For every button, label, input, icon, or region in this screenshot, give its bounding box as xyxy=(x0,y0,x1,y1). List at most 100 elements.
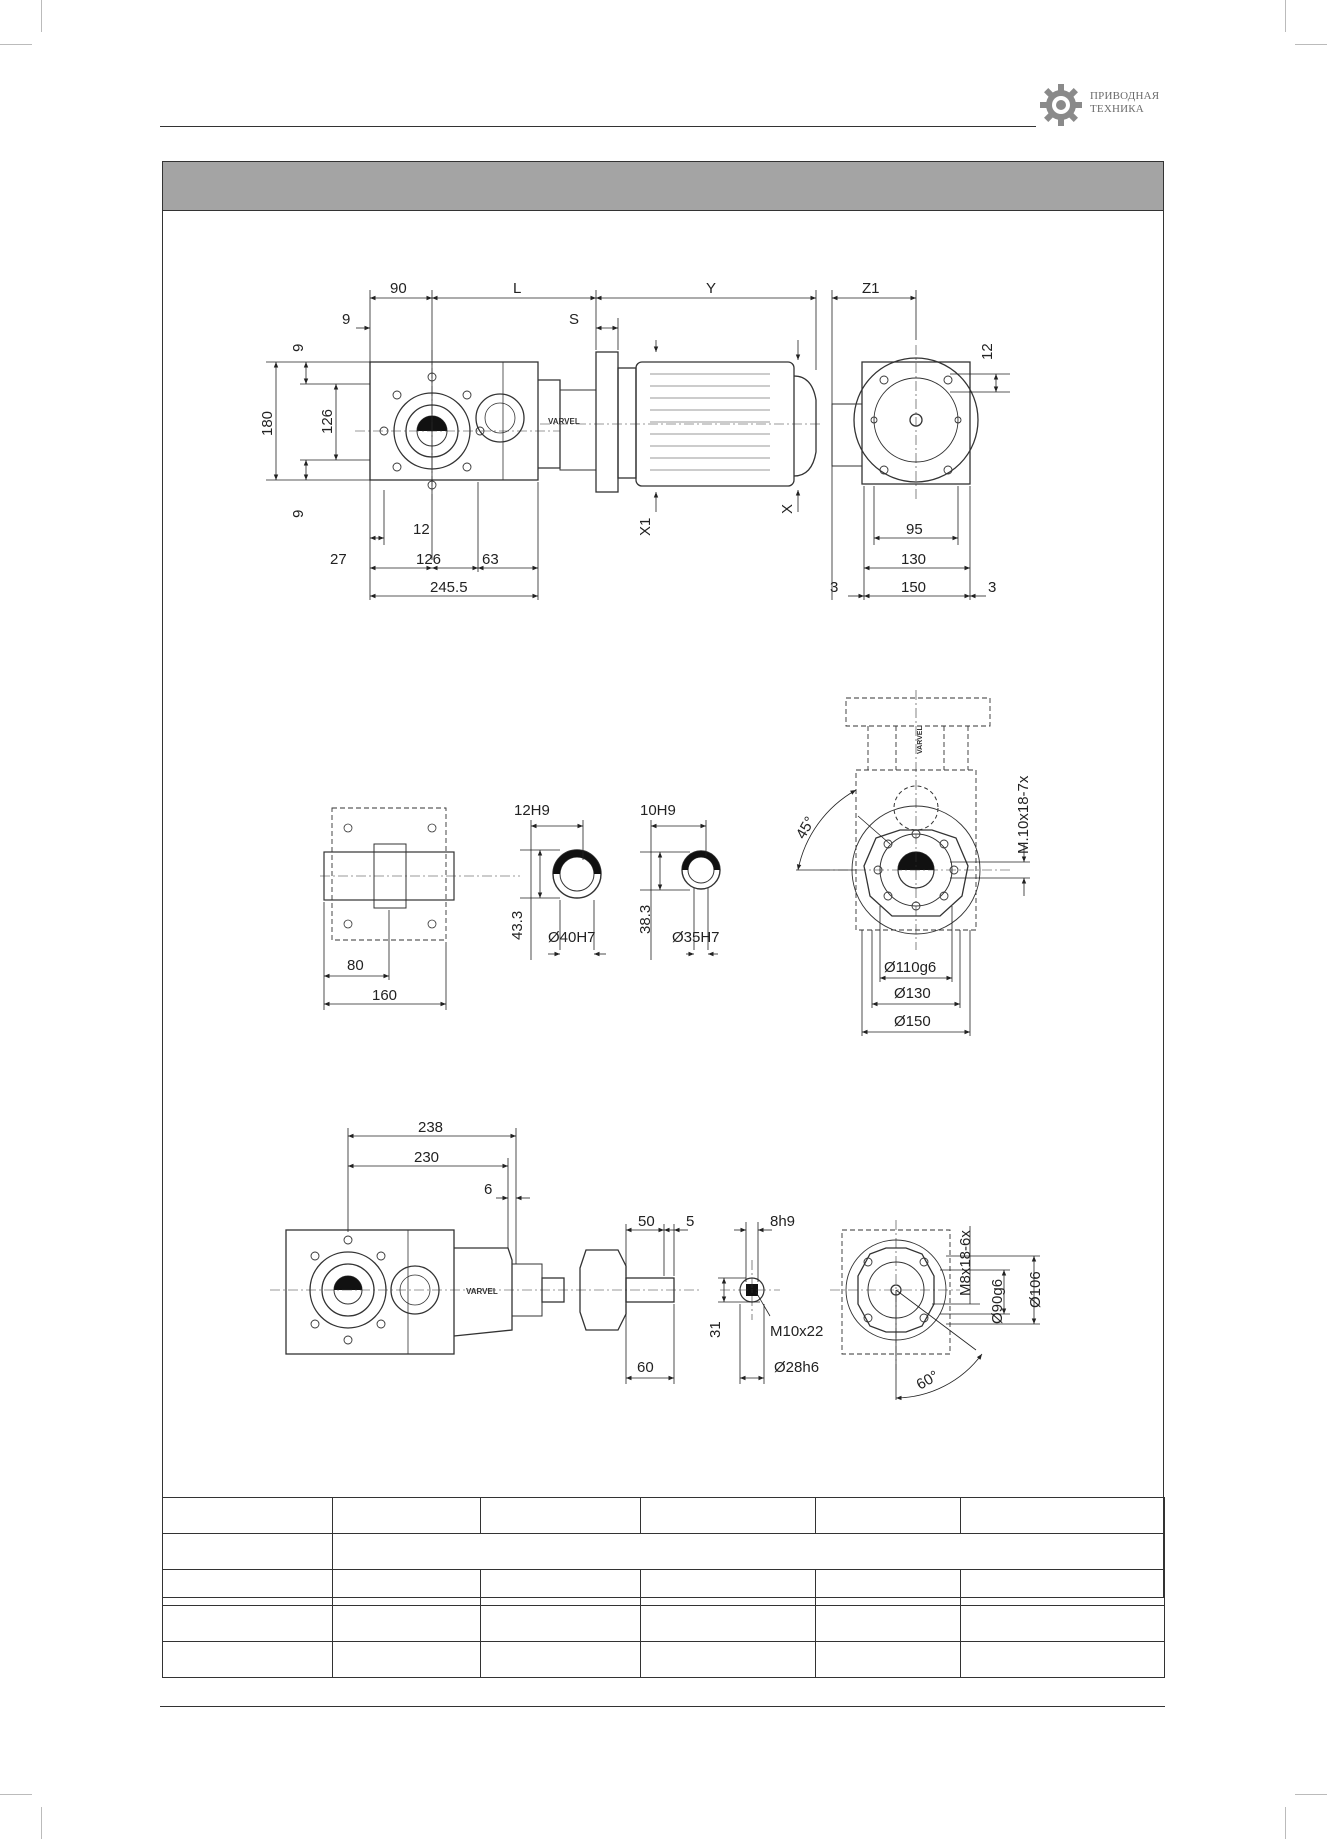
crop-mark xyxy=(0,44,32,45)
table-cell xyxy=(640,1497,816,1534)
dim-dia-35H7: Ø35H7 xyxy=(672,929,720,946)
dim-60: 60 xyxy=(637,1359,654,1376)
dim-126: 126 xyxy=(416,551,441,568)
top-view xyxy=(355,345,979,500)
dim-126-vertical: 126 xyxy=(319,409,336,434)
brand-label-top: VARVEL xyxy=(548,417,580,426)
crop-mark xyxy=(41,0,42,32)
dim-X: X xyxy=(779,504,796,514)
middle-view-labels: 80 160 12H9 43.3 Ø40H7 10H9 38.3 Ø35H7 4… xyxy=(347,775,1032,1030)
dim-80: 80 xyxy=(347,957,364,974)
brand-label-middle: VARVEL xyxy=(917,726,924,754)
dim-180: 180 xyxy=(259,411,276,436)
dim-M10x22: M10x22 xyxy=(770,1323,823,1340)
dim-X1: X1 xyxy=(637,518,654,536)
bottom-view-labels: 238 230 6 50 5 60 8h9 31 M10x22 Ø28h6 M8… xyxy=(414,1119,1044,1393)
dim-dia-90g6: Ø90g6 xyxy=(989,1279,1006,1324)
dim-M10x18: M.10x18-7x xyxy=(1015,775,1032,854)
table-cell xyxy=(640,1605,816,1642)
middle-view xyxy=(320,690,1010,950)
company-logo: ПРИВОДНАЯ ТЕХНИКА xyxy=(1038,82,1168,128)
dim-6: 6 xyxy=(484,1181,492,1198)
dim-3-left: 3 xyxy=(830,579,838,596)
table-cell xyxy=(960,1569,1165,1606)
dim-8h9: 8h9 xyxy=(770,1213,795,1230)
bottom-view xyxy=(270,1220,960,1370)
dim-12: 12 xyxy=(413,521,430,538)
table-cell xyxy=(815,1569,961,1606)
table-cell xyxy=(815,1605,961,1642)
table-row xyxy=(162,1605,1165,1642)
table-row xyxy=(162,1497,1165,1534)
dim-9-top: 9 xyxy=(342,311,350,328)
table-cell xyxy=(162,1533,333,1570)
dim-12H9: 12H9 xyxy=(514,802,550,819)
dim-50: 50 xyxy=(638,1213,655,1230)
dim-238: 238 xyxy=(418,1119,443,1136)
crop-mark xyxy=(1285,1807,1286,1839)
dim-150: 150 xyxy=(901,579,926,596)
top-view-labels: 90 L Y Z1 9 S 9 180 126 9 12 X1 X 12 27 … xyxy=(259,280,996,596)
dim-90: 90 xyxy=(390,280,407,297)
table-cell xyxy=(480,1641,641,1678)
table-cell xyxy=(162,1497,333,1534)
table-cell xyxy=(332,1605,481,1642)
table-cell xyxy=(640,1641,816,1678)
table-row xyxy=(162,1533,1165,1570)
dim-31: 31 xyxy=(707,1321,724,1338)
header-rule xyxy=(160,126,1036,127)
crop-mark xyxy=(1295,44,1327,45)
table-cell xyxy=(960,1605,1165,1642)
dim-L: L xyxy=(513,280,521,297)
crop-mark xyxy=(1285,0,1286,32)
logo-line-2: ТЕХНИКА xyxy=(1090,103,1144,115)
dim-dia-150: Ø150 xyxy=(894,1013,931,1030)
dim-5: 5 xyxy=(686,1213,694,1230)
table-row xyxy=(162,1641,1165,1678)
title-bar xyxy=(163,162,1163,211)
bottom-view-dimensions xyxy=(347,1128,1040,1401)
dim-dia-110g6: Ø110g6 xyxy=(884,959,936,976)
table-row xyxy=(162,1569,1165,1606)
dim-S: S xyxy=(569,311,579,328)
table-cell xyxy=(815,1641,961,1678)
top-view-dimensions xyxy=(266,290,1010,600)
gear-icon xyxy=(1040,84,1082,126)
dim-27: 27 xyxy=(330,551,347,568)
dim-95: 95 xyxy=(906,521,923,538)
dim-245-5: 245.5 xyxy=(430,579,468,596)
footer-rule xyxy=(160,1706,1165,1707)
dim-43-3: 43.3 xyxy=(509,911,526,940)
crop-mark xyxy=(41,1807,42,1839)
dim-63: 63 xyxy=(482,551,499,568)
spec-table xyxy=(162,1497,1165,1678)
dim-38-3: 38.3 xyxy=(637,905,654,934)
table-cell xyxy=(162,1641,333,1678)
dim-9-bottom: 9 xyxy=(290,510,307,518)
dim-3-right: 3 xyxy=(988,579,996,596)
dim-130: 130 xyxy=(901,551,926,568)
table-cell xyxy=(480,1569,641,1606)
dim-160: 160 xyxy=(372,987,397,1004)
table-cell xyxy=(640,1569,816,1606)
table-cell xyxy=(332,1641,481,1678)
dim-Y: Y xyxy=(706,280,716,297)
dim-Z1: Z1 xyxy=(862,280,880,297)
crop-mark xyxy=(0,1794,32,1795)
table-cell xyxy=(960,1497,1165,1534)
table-cell xyxy=(332,1497,481,1534)
dim-M8x18: M8x18-6x xyxy=(957,1230,974,1296)
dim-dia-130: Ø130 xyxy=(894,985,931,1002)
dim-230: 230 xyxy=(414,1149,439,1166)
table-cell xyxy=(815,1497,961,1534)
middle-view-dimensions xyxy=(323,789,1030,1036)
crop-mark xyxy=(1295,1794,1327,1795)
gearbox-body-bottom xyxy=(285,1229,455,1355)
dim-dia-40H7: Ø40H7 xyxy=(548,929,596,946)
dim-45-deg: 45° xyxy=(793,814,819,842)
dim-dia-28h6: Ø28h6 xyxy=(774,1359,819,1376)
table-cell xyxy=(162,1605,333,1642)
dim-12-end: 12 xyxy=(979,343,996,360)
table-cell xyxy=(332,1533,1165,1570)
